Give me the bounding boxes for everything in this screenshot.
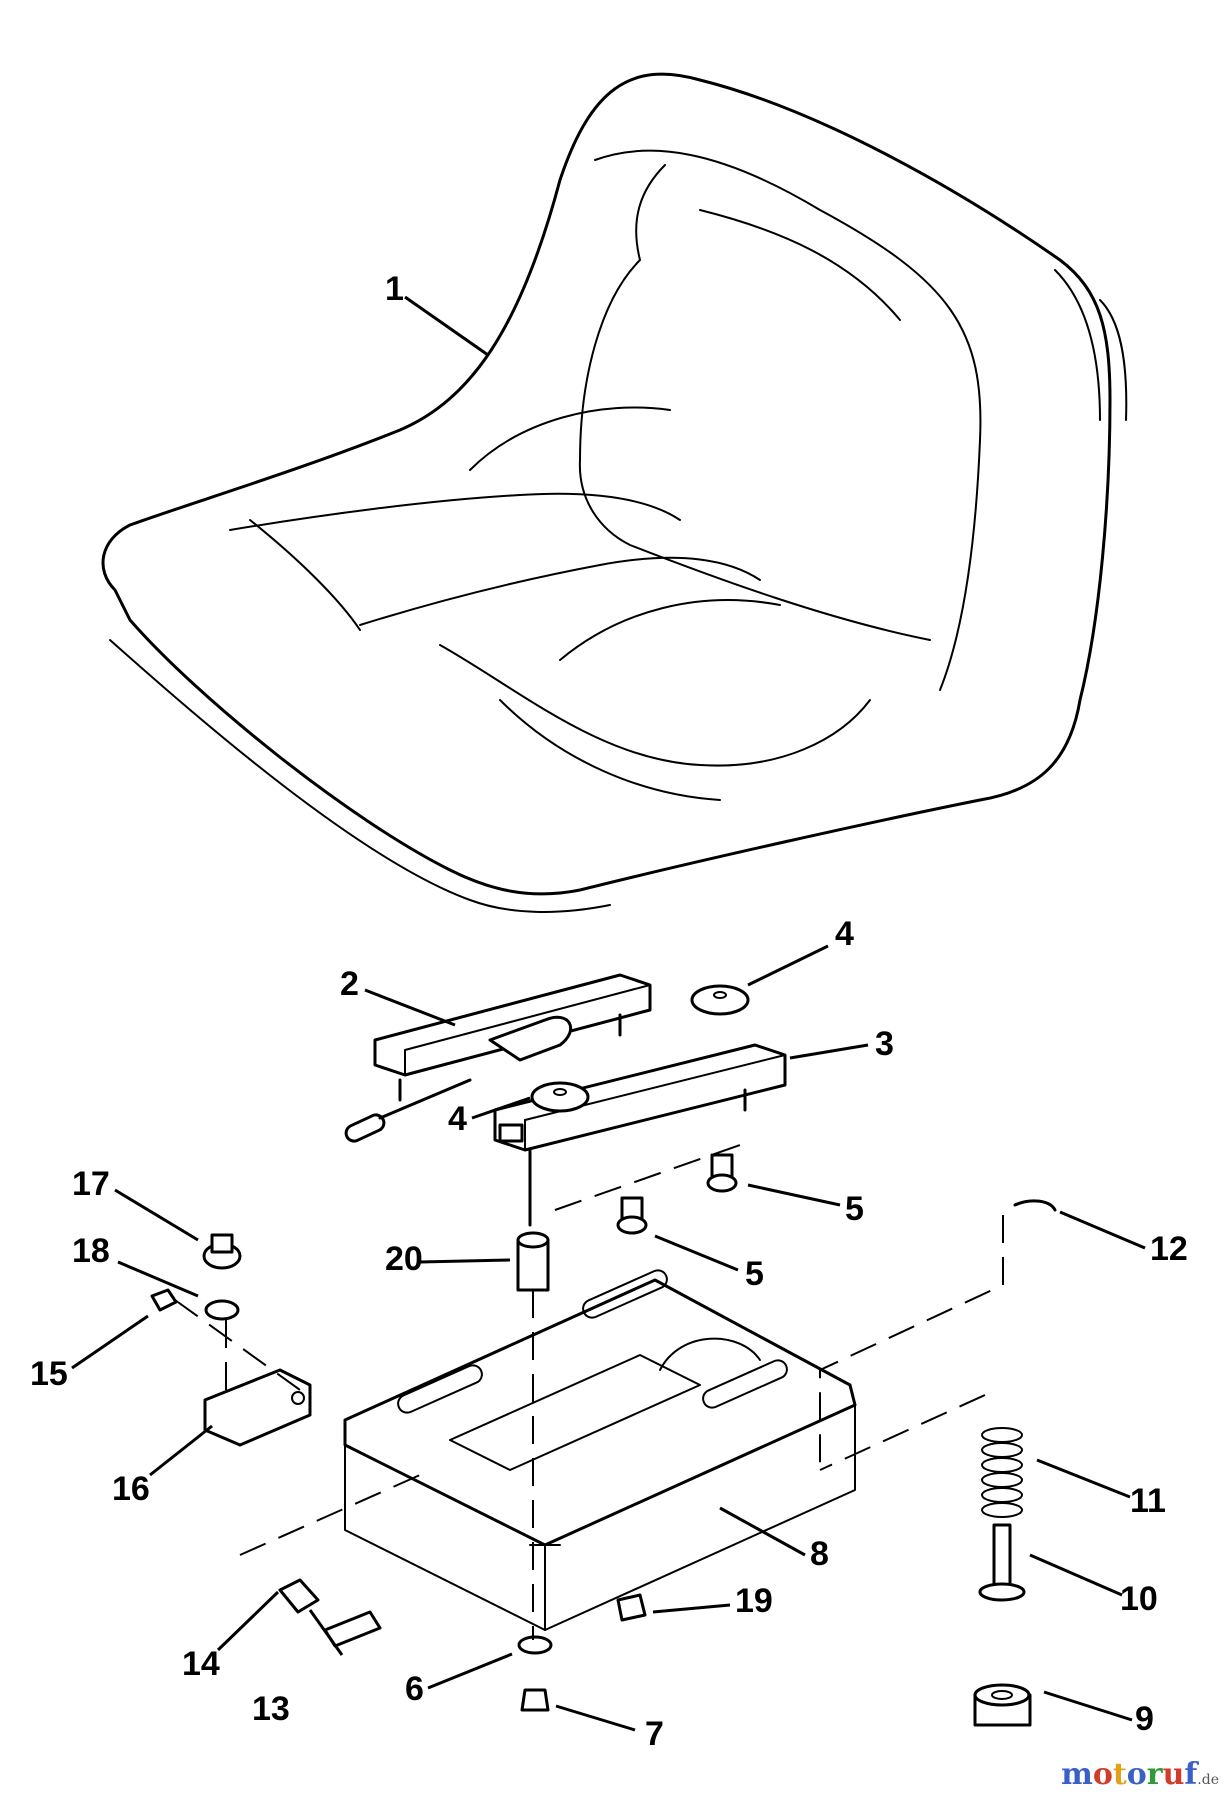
callout-13: 13 <box>252 1690 290 1728</box>
rubber-washers <box>530 984 750 1113</box>
watermark-letter: u <box>1162 1757 1185 1792</box>
watermark-letter: t <box>1112 1757 1127 1792</box>
watermark-text: motoruf <box>1061 1757 1197 1792</box>
spacer-bushing <box>516 1148 550 1292</box>
watermark-letter: m <box>1061 1757 1093 1792</box>
callout-16: 16 <box>112 1470 150 1508</box>
watermark-suffix: .de <box>1197 1772 1219 1788</box>
callout-5b: 5 <box>745 1255 764 1293</box>
callout-3: 3 <box>875 1025 894 1063</box>
callout-4a: 4 <box>835 915 854 953</box>
callout-17: 17 <box>72 1165 110 1203</box>
callout-6: 6 <box>405 1670 424 1708</box>
hardware-nuts <box>517 1593 647 1712</box>
callout-9: 9 <box>1135 1700 1154 1738</box>
callout-18: 18 <box>72 1232 110 1270</box>
motoruf-watermark: motoruf.de <box>1061 1757 1219 1792</box>
callout-1: 1 <box>385 270 404 308</box>
callout-12: 12 <box>1150 1230 1188 1268</box>
bumper-and-bolt <box>278 1578 382 1648</box>
watermark-letter: r <box>1146 1757 1163 1792</box>
callout-labels: 1 2 3 4 4 5 5 6 7 8 9 10 11 12 13 14 15 … <box>30 270 1188 1753</box>
callout-15: 15 <box>30 1355 68 1393</box>
callout-5a: 5 <box>845 1190 864 1228</box>
callout-14: 14 <box>182 1645 220 1683</box>
screws <box>616 1153 738 1235</box>
callout-19: 19 <box>735 1582 773 1620</box>
callout-8: 8 <box>810 1535 829 1573</box>
watermark-letter: o <box>1126 1757 1147 1792</box>
watermark-letter: o <box>1092 1757 1113 1792</box>
callout-2: 2 <box>340 965 359 1003</box>
spring-assembly <box>973 1199 1057 1727</box>
callout-10: 10 <box>1120 1580 1158 1618</box>
seat-pan-plate <box>343 1269 857 1631</box>
hinge-bracket <box>150 1233 312 1447</box>
watermark-letter: f <box>1184 1757 1198 1792</box>
callout-4b: 4 <box>448 1100 467 1138</box>
callout-20: 20 <box>385 1240 423 1278</box>
seat-illustration <box>101 72 1128 913</box>
alignment-lines <box>174 1144 1004 1640</box>
callout-11: 11 <box>1130 1482 1166 1520</box>
callout-7: 7 <box>645 1715 664 1753</box>
leader-lines <box>71 295 1146 1732</box>
left-slide-rail <box>344 973 652 1143</box>
